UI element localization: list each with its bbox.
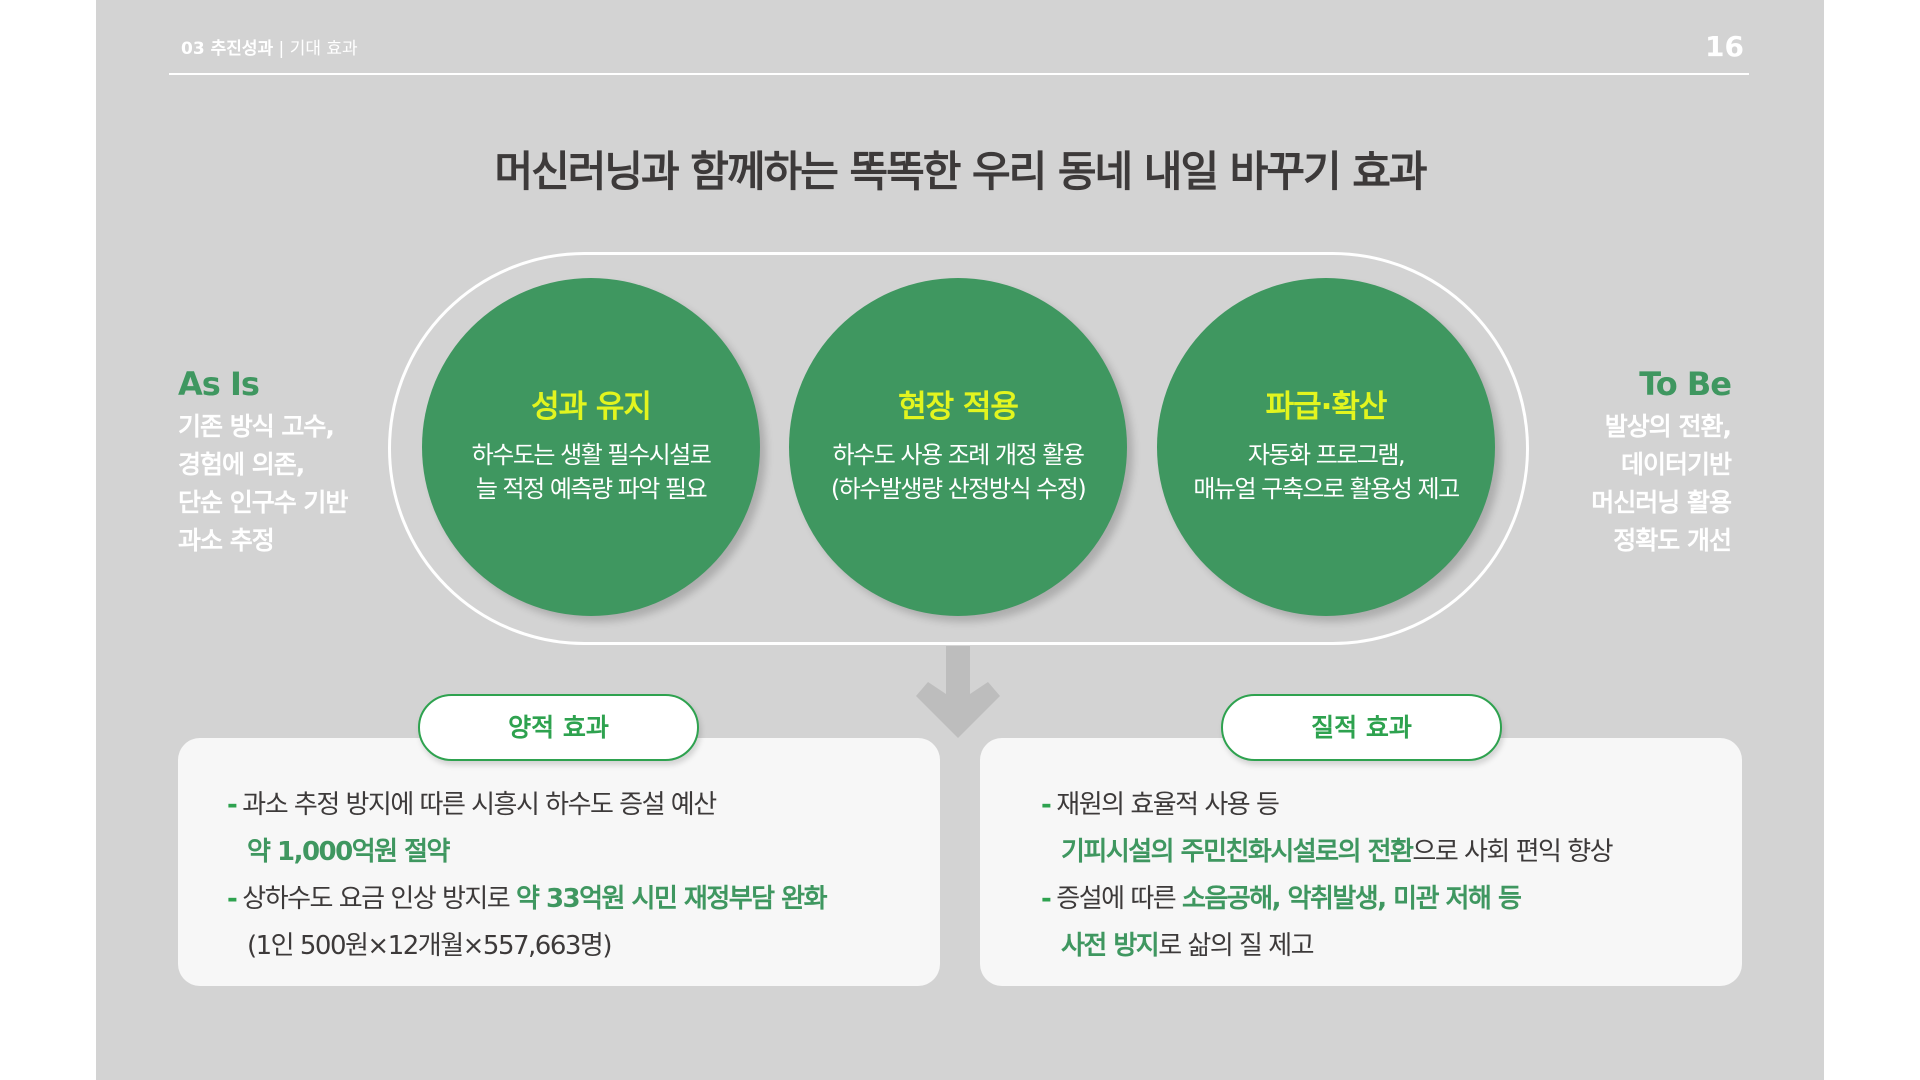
bullet: - (1041, 790, 1052, 820)
as-is-line: 과소 추정 (178, 526, 275, 555)
list-text: (1인 500원×12개월×557,663명) (247, 931, 613, 961)
page-number: 16 (1705, 30, 1744, 63)
as-is-line: 단순 인구수 기반 (178, 488, 348, 517)
list-text: 재원의 효율적 사용 등 (1056, 790, 1280, 820)
as-is-line: 경험에 의존, (178, 450, 305, 479)
list-text: 으로 사회 편익 향상 (1412, 837, 1613, 867)
to-be-heading: To Be (1639, 365, 1732, 403)
quantitative-effect-list: -과소 추정 방지에 따른 시흥시 하수도 증설 예산 약 1,000억원 절약… (227, 782, 828, 970)
qualitative-effect-list: -재원의 효율적 사용 등 기피시설의 주민친화시설로의 전환으로 사회 편익 … (1041, 782, 1614, 970)
breadcrumb: 03 추진성과 | 기대 효과 (181, 34, 358, 59)
circle-line: 자동화 프로그램, (1247, 441, 1406, 469)
bullet: - (227, 790, 238, 820)
circle-spread: 파급·확산 자동화 프로그램, 매뉴얼 구축으로 활용성 제고 (1157, 278, 1495, 616)
circle-field-application: 현장 적용 하수도 사용 조례 개정 활용 (하수발생량 산정방식 수정) (789, 278, 1127, 616)
circle-line: 하수도 사용 조례 개정 활용 (832, 441, 1085, 469)
page-title: 머신러닝과 함께하는 똑똑한 우리 동네 내일 바꾸기 효과 (494, 147, 1427, 196)
as-is-line: 기존 방식 고수, (178, 412, 335, 441)
as-is-heading: As Is (178, 365, 260, 403)
to-be-line: 발상의 전환, (1604, 412, 1732, 441)
as-is-block: As Is 기존 방식 고수, 경험에 의존, 단순 인구수 기반 과소 추정 (178, 362, 348, 560)
qualitative-effect-label: 질적 효과 (1221, 694, 1502, 761)
circle-title: 파급·확산 (1265, 389, 1388, 425)
down-arrow-icon (916, 646, 1000, 738)
circle-line: (하수발생량 산정방식 수정) (830, 475, 1087, 503)
bullet: - (1041, 884, 1052, 914)
circle-line: 하수도는 생활 필수시설로 (471, 441, 712, 469)
circle-title: 성과 유지 (531, 389, 652, 425)
bullet: - (227, 884, 238, 914)
subsection-label: 기대 효과 (289, 39, 358, 59)
to-be-line: 머신러닝 활용 (1591, 488, 1732, 517)
divider: | (273, 39, 290, 59)
to-be-line: 데이터기반 (1620, 450, 1732, 479)
circle-line: 매뉴얼 구축으로 활용성 제고 (1193, 475, 1460, 503)
circle-line: 늘 적정 예측량 파악 필요 (475, 475, 708, 503)
highlight-text: 약 33억원 시민 재정부담 완화 (515, 884, 828, 914)
to-be-block: To Be 발상의 전환, 데이터기반 머신러닝 활용 정확도 개선 (1500, 362, 1732, 560)
highlight-text: 약 1,000억원 절약 (247, 837, 450, 867)
highlight-text: 기피시설의 주민친화시설로의 전환 (1061, 837, 1414, 867)
highlight-text: 소음공해, 악취발생, 미관 저해 등 (1181, 884, 1522, 914)
quantitative-effect-label: 양적 효과 (418, 694, 699, 761)
highlight-text: 사전 방지 (1061, 931, 1160, 961)
list-text: 로 삶의 질 제고 (1158, 931, 1314, 961)
capsule-outline (388, 252, 1529, 645)
to-be-line: 정확도 개선 (1613, 526, 1732, 555)
list-text: 상하수도 요금 인상 방지로 (242, 884, 516, 914)
qualitative-effect-box (980, 738, 1742, 986)
header-divider (169, 73, 1749, 75)
section-label: 03 추진성과 (181, 39, 274, 59)
quantitative-effect-box (178, 738, 940, 986)
circle-title: 현장 적용 (898, 389, 1019, 425)
list-text: 과소 추정 방지에 따른 시흥시 하수도 증설 예산 (242, 790, 717, 820)
list-text: 증설에 따른 (1056, 884, 1182, 914)
